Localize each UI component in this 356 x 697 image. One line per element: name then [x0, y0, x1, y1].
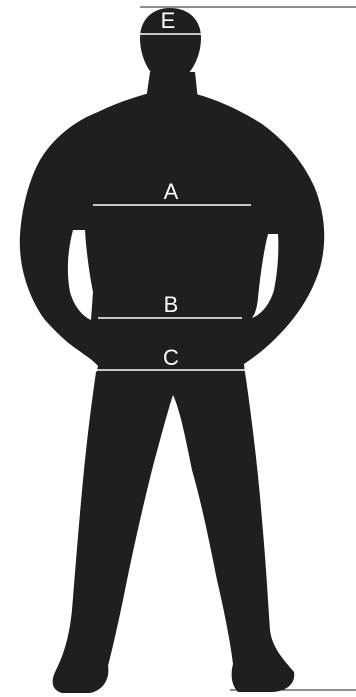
label-c: C	[163, 345, 179, 370]
label-e: E	[161, 8, 176, 33]
label-b: B	[164, 292, 179, 317]
label-a: A	[164, 179, 179, 204]
legs-shape	[53, 372, 295, 693]
torso-arms-shape	[20, 94, 324, 374]
